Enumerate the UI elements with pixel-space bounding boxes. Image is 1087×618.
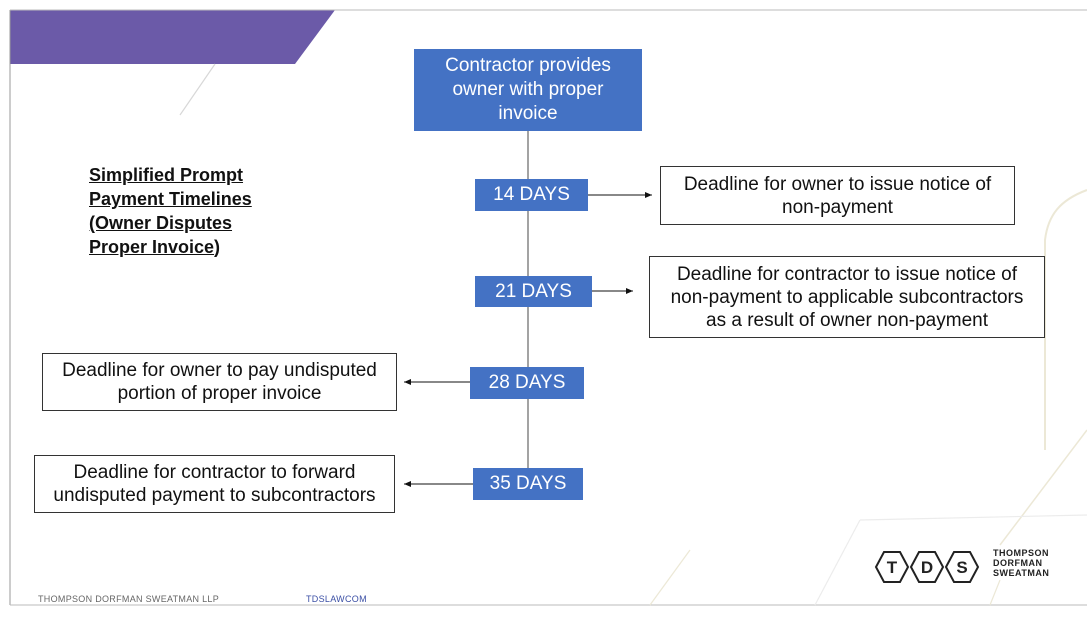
deadline-21-line3: as a result of owner non-payment	[706, 309, 988, 331]
deadline-14-line2: non-payment	[782, 196, 893, 218]
deadline-28-line1: Deadline for owner to pay undisputed	[62, 360, 377, 381]
days-label-14: 14 DAYS	[493, 184, 570, 205]
deadline-21-line1: Deadline for contractor to issue notice …	[676, 263, 1018, 285]
deadline-box-14: Deadline for owner to issue notice of no…	[660, 166, 1015, 225]
title-line3: (Owner Disputes	[89, 213, 233, 233]
start-box-line3: invoice	[498, 103, 558, 124]
title-line2: Payment Timelines	[89, 189, 252, 209]
days-box-14: 14 DAYS	[475, 179, 588, 211]
logo-letter-d: D	[921, 558, 933, 577]
logo-letter-s: S	[956, 558, 967, 577]
deadline-box-21: Deadline for contractor to issue notice …	[649, 256, 1045, 338]
footer-firm-name: THOMPSON DORFMAN SWEATMAN LLP	[38, 594, 220, 604]
logo-name-line3: SWEATMAN	[993, 568, 1050, 578]
days-box-35: 35 DAYS	[473, 468, 583, 500]
purple-banner	[10, 10, 335, 64]
deadline-21-line2: non-payment to applicable subcontractors	[670, 286, 1024, 308]
title-line1: Simplified Prompt	[89, 165, 244, 185]
days-label-21: 21 DAYS	[495, 280, 572, 302]
deadline-28-line2: portion of proper invoice	[117, 383, 322, 404]
start-box: Contractor provides owner with proper in…	[414, 49, 642, 131]
start-box-line1: Contractor provides	[445, 55, 611, 76]
deadline-14-line1: Deadline for owner to issue notice of	[683, 173, 992, 195]
footer-website: TDSLAWCOM	[306, 594, 367, 604]
deadline-35-line2: undisputed payment to subcontractors	[53, 485, 376, 506]
logo-letter-t: T	[887, 558, 898, 577]
logo-name-line1: THOMPSON	[993, 548, 1050, 558]
slide-title: Simplified Prompt Payment Timelines (Own…	[89, 163, 289, 259]
deadline-35-line1: Deadline for contractor to forward	[73, 462, 356, 483]
days-box-28: 28 DAYS	[470, 367, 584, 399]
days-box-21: 21 DAYS	[475, 276, 592, 307]
days-label-28: 28 DAYS	[488, 372, 566, 393]
days-label-35: 35 DAYS	[489, 473, 567, 494]
logo-hexagon-t	[874, 551, 910, 583]
logo-name-line2: DORFMAN	[993, 558, 1043, 568]
start-box-line2: owner with proper	[452, 79, 604, 100]
title-line4-suffix: )	[214, 237, 221, 257]
logo-firm-name: THOMPSON DORFMAN SWEATMAN	[993, 548, 1049, 578]
deadline-box-28: Deadline for owner to pay undisputed por…	[42, 353, 397, 411]
logo-hexagon-d	[909, 551, 945, 583]
title-line4: Proper Invoice	[89, 237, 215, 257]
deadline-box-35: Deadline for contractor to forward undis…	[34, 455, 395, 513]
logo-hexagon-s	[944, 551, 980, 583]
